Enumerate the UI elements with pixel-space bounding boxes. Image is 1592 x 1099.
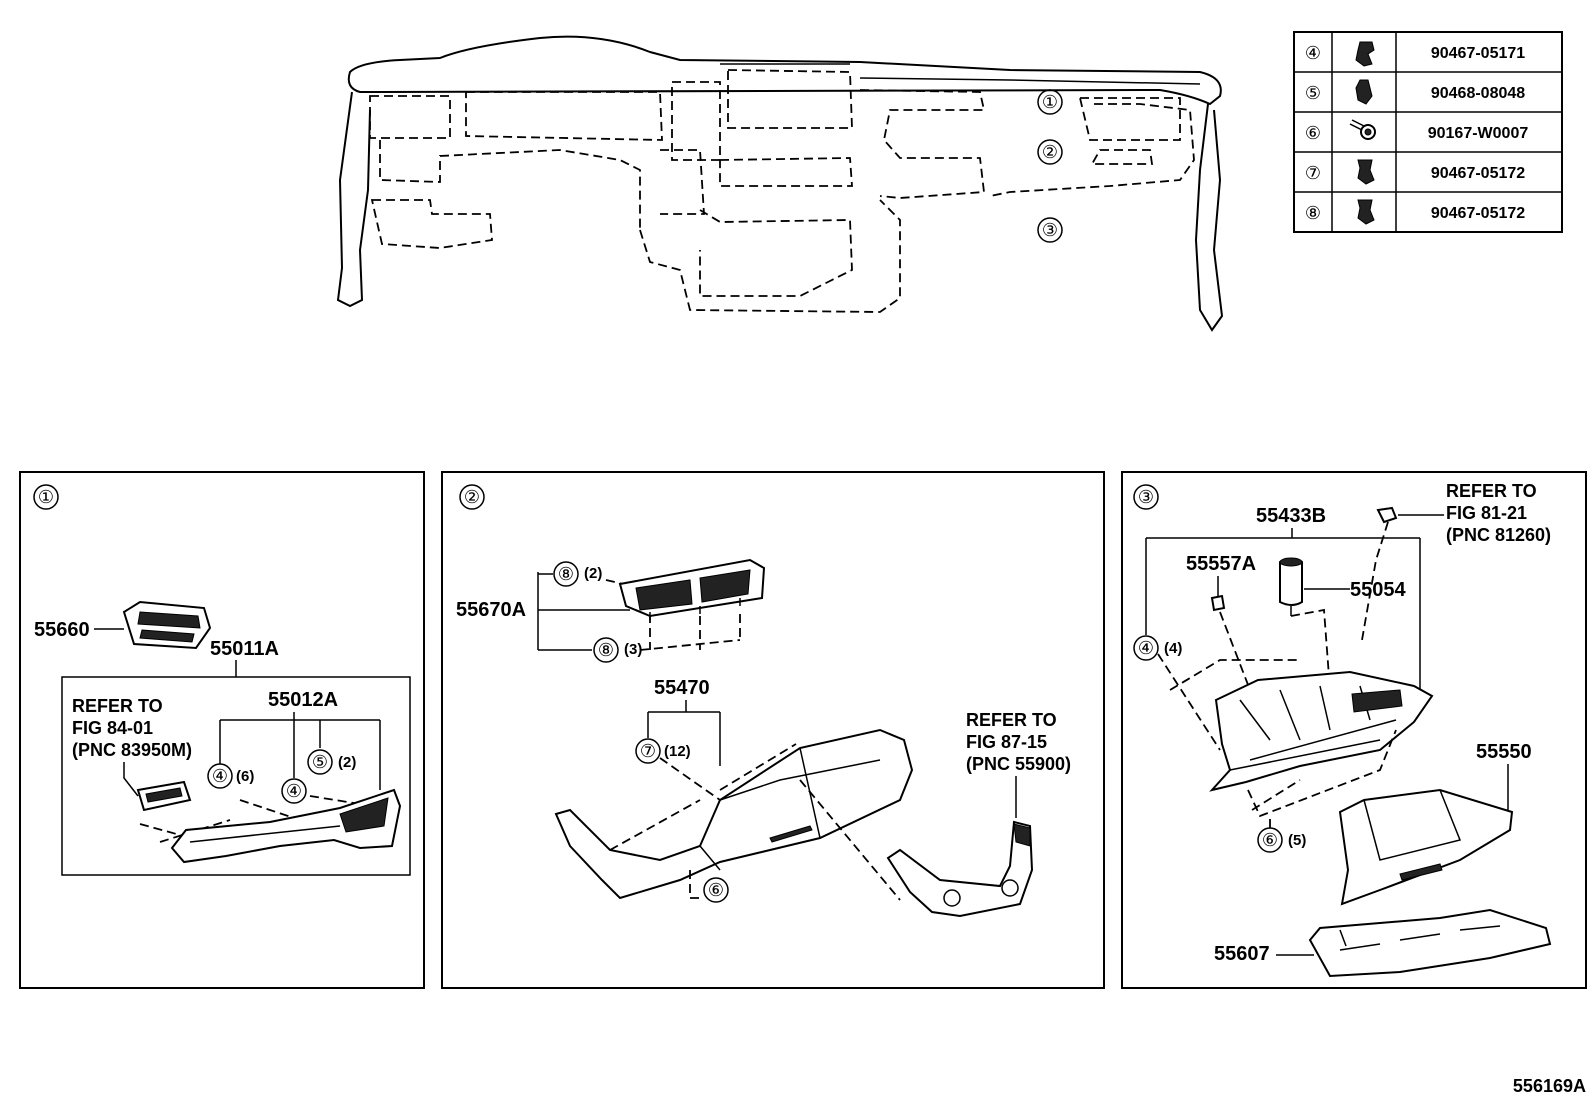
table-part-number: 90467-05171 bbox=[1431, 45, 1525, 62]
refer-line: (PNC 81260) bbox=[1446, 525, 1551, 545]
fastener-ref-6: ⑥ bbox=[1262, 830, 1278, 850]
table-ref: ⑥ bbox=[1305, 123, 1321, 143]
refer-line: (PNC 55900) bbox=[966, 754, 1071, 774]
fastener-qty: (2) bbox=[584, 565, 602, 582]
part-label-55470: 55470 bbox=[654, 677, 710, 699]
panel-number: ① bbox=[38, 487, 54, 507]
fastener-ref-5: ⑤ bbox=[312, 752, 328, 772]
table-row: ⑦ 90467-05172 bbox=[1305, 159, 1525, 185]
bulb-icon bbox=[1376, 506, 1398, 524]
table-part-number: 90167-W0007 bbox=[1428, 125, 1529, 142]
fastener-ref-4: ④ bbox=[286, 781, 302, 801]
overview-callouts: ① ② ③ bbox=[1037, 89, 1063, 243]
part-label-55550: 55550 bbox=[1476, 741, 1532, 763]
refer-line: REFER TO bbox=[1446, 481, 1537, 501]
fastener-ref-8: ⑧ bbox=[598, 640, 614, 660]
fastener-ref-7: ⑦ bbox=[640, 741, 656, 761]
screw-icon bbox=[1349, 119, 1376, 140]
dashboard-overview bbox=[336, 35, 1224, 332]
panel-1: ① 55660 55011A REFER TO FIG 84-01 (PNC 8… bbox=[19, 471, 425, 989]
table-part-number: 90468-08048 bbox=[1431, 85, 1525, 102]
table-row: ⑤ 90468-08048 bbox=[1305, 79, 1525, 105]
part-label-55012A: 55012A bbox=[268, 689, 338, 711]
clip-icon bbox=[1355, 79, 1373, 105]
panel-number: ② bbox=[464, 487, 480, 507]
overview-callout-1: ① bbox=[1042, 92, 1058, 112]
fastener-ref-6: ⑥ bbox=[708, 880, 724, 900]
switch-part-55660 bbox=[122, 600, 212, 650]
table-ref: ⑦ bbox=[1305, 163, 1321, 183]
table-row: ⑧ 90467-05172 bbox=[1305, 199, 1525, 225]
fastener-qty: (12) bbox=[664, 743, 691, 760]
refer-line: REFER TO bbox=[72, 696, 163, 716]
part-label-55670A: 55670A bbox=[456, 599, 526, 621]
hinge-pin-55557A bbox=[1210, 594, 1226, 612]
table-ref: ⑤ bbox=[1305, 83, 1321, 103]
refer-line: FIG 84-01 bbox=[72, 718, 153, 738]
table-row: ⑥ 90167-W0007 bbox=[1305, 119, 1529, 143]
part-label-55011A: 55011A bbox=[210, 638, 279, 660]
overview-callout-3: ③ bbox=[1042, 220, 1058, 240]
refer-line: (PNC 83950M) bbox=[72, 740, 192, 760]
assembly-box-55011A bbox=[61, 676, 411, 876]
glove-box-door-55550 bbox=[1338, 788, 1514, 906]
refer-line: FIG 81-21 bbox=[1446, 503, 1527, 523]
clip-icon bbox=[1357, 159, 1375, 185]
fastener-ref-4: ④ bbox=[1138, 638, 1154, 658]
fastener-qty: (5) bbox=[1288, 832, 1306, 849]
table-part-number: 90467-05172 bbox=[1431, 205, 1525, 222]
table-row: ④ 90467-05171 bbox=[1305, 41, 1525, 67]
glove-box-frame-55433B bbox=[1209, 670, 1434, 792]
refer-line: FIG 87-15 bbox=[966, 732, 1047, 752]
part-label-55660: 55660 bbox=[34, 619, 90, 641]
clip-icon bbox=[1355, 41, 1375, 67]
table-ref: ⑧ bbox=[1305, 203, 1321, 223]
fastener-qty: (4) bbox=[1164, 640, 1182, 657]
fastener-ref-4: ④ bbox=[212, 766, 228, 786]
vent-part-55670A bbox=[618, 558, 766, 620]
damper-55054 bbox=[1279, 557, 1303, 616]
table-ref: ④ bbox=[1305, 43, 1321, 63]
table-part-number: 90467-05172 bbox=[1431, 165, 1525, 182]
panel-3: ③ REFER TO FIG 81-21 (PNC 81260) 55433B … bbox=[1121, 471, 1587, 989]
overview-callout-2: ② bbox=[1042, 142, 1058, 162]
panel-2: ② 55670A ⑧ (2) ⑧ (3) 55470 ⑦ (12) ⑥ REFE… bbox=[441, 471, 1105, 989]
fastener-qty: (6) bbox=[236, 768, 254, 785]
fastener-qty: (3) bbox=[624, 641, 642, 658]
sub-part-83950M bbox=[136, 780, 192, 812]
trim-panel-55012A bbox=[170, 788, 402, 864]
cover-part-55470 bbox=[554, 728, 914, 900]
sub-part-55900 bbox=[886, 820, 1034, 918]
panel-number: ③ bbox=[1138, 487, 1154, 507]
lower-cover-55607 bbox=[1308, 908, 1552, 978]
clip-icon bbox=[1357, 199, 1375, 225]
fastener-ref-8: ⑧ bbox=[558, 564, 574, 584]
part-label-55054: 55054 bbox=[1350, 579, 1406, 601]
figure-id: 556169A bbox=[1513, 1076, 1586, 1096]
part-label-55607: 55607 bbox=[1214, 943, 1270, 965]
part-label-55433B: 55433B bbox=[1256, 505, 1326, 527]
fastener-qty: (2) bbox=[338, 754, 356, 771]
fasteners-table: ④ 90467-05171 ⑤ 90468-08048 ⑥ 90167-W000… bbox=[1293, 31, 1563, 233]
refer-line: REFER TO bbox=[966, 710, 1057, 730]
part-label-55557A: 55557A bbox=[1186, 553, 1256, 575]
